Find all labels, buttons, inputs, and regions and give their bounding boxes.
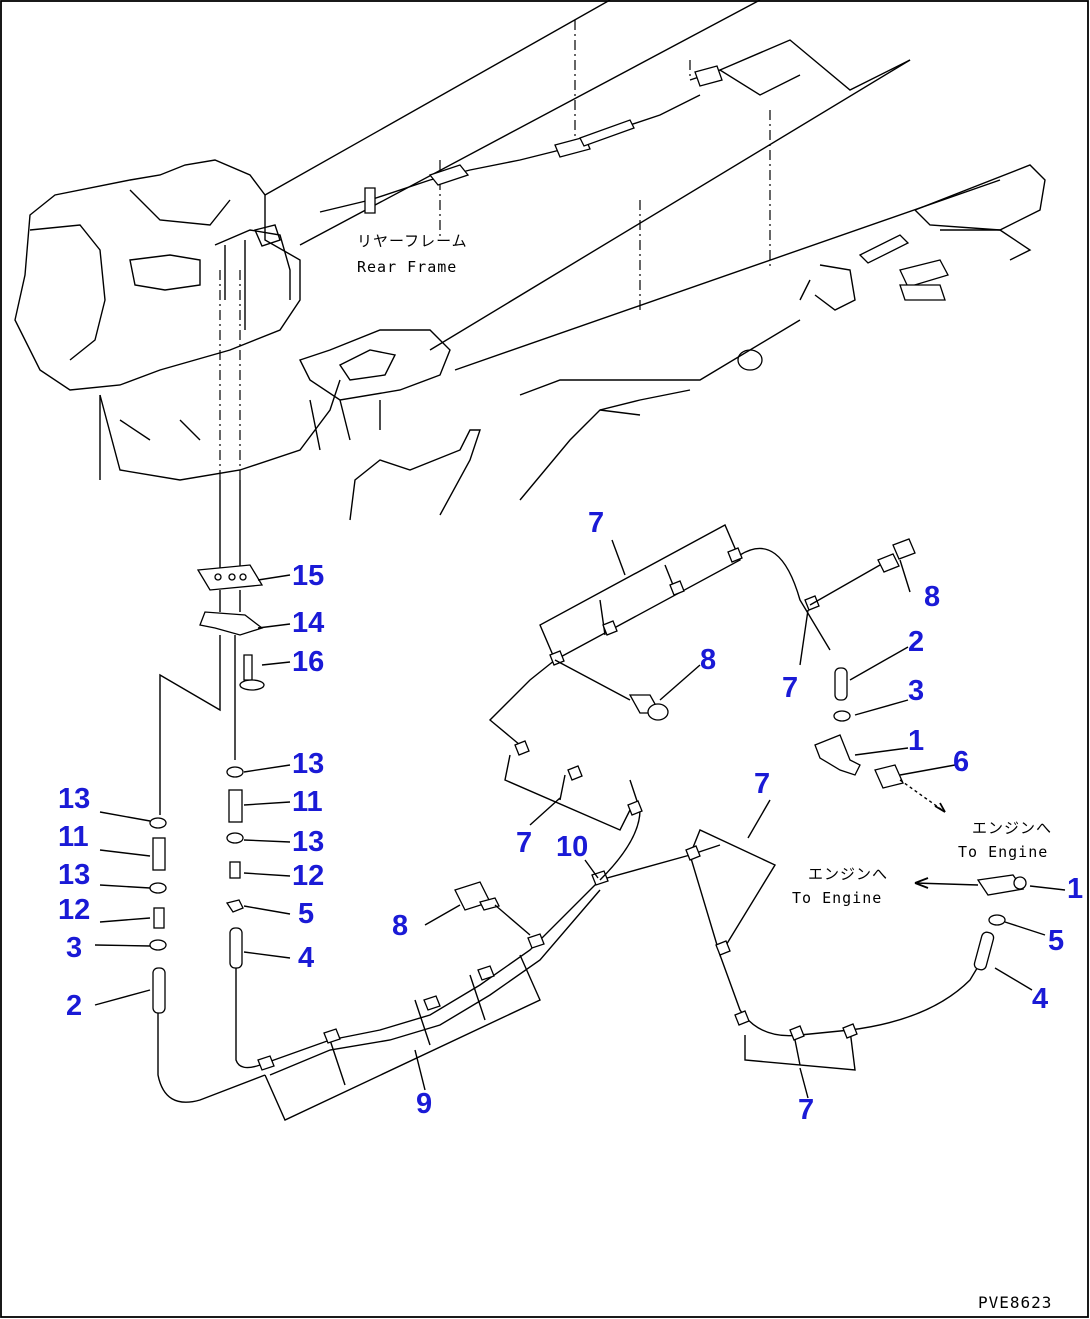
rear-frame-label-jp: リヤーフレーム bbox=[357, 232, 468, 250]
rear-frame-label-en: Rear Frame bbox=[357, 258, 457, 276]
drawing-code: PVE8623 bbox=[978, 1293, 1052, 1312]
callout-4: 4 bbox=[298, 942, 314, 974]
callout-13: 13 bbox=[292, 748, 324, 780]
callout-12: 12 bbox=[292, 860, 324, 892]
callout-8: 8 bbox=[392, 910, 408, 942]
to-engine-label-en-1: To Engine bbox=[958, 843, 1048, 861]
callout-7: 7 bbox=[588, 507, 604, 539]
callout-13: 13 bbox=[58, 859, 90, 891]
callout-6: 6 bbox=[953, 746, 969, 778]
callout-4: 4 bbox=[1032, 983, 1048, 1015]
callout-8: 8 bbox=[924, 581, 940, 613]
callout-5: 5 bbox=[1048, 925, 1064, 957]
callout-1: 1 bbox=[1067, 873, 1083, 905]
callout-2: 2 bbox=[66, 990, 82, 1022]
callout-10: 10 bbox=[556, 831, 588, 863]
callout-7: 7 bbox=[754, 768, 770, 800]
callout-12: 12 bbox=[58, 894, 90, 926]
callout-1: 1 bbox=[908, 725, 924, 757]
callout-3: 3 bbox=[66, 932, 82, 964]
to-engine-label-jp-1: エンジンへ bbox=[972, 819, 1052, 837]
callout-7: 7 bbox=[516, 827, 532, 859]
lower-pipe-assembly bbox=[257, 524, 1027, 1121]
callout-13: 13 bbox=[58, 783, 90, 815]
leader-lines bbox=[94, 539, 1066, 1099]
callout-8: 8 bbox=[700, 644, 716, 676]
callout-7: 7 bbox=[798, 1094, 814, 1126]
to-engine-label-jp-2: エンジンへ bbox=[808, 865, 888, 883]
rear-frame-drawing bbox=[14, 0, 1046, 521]
to-engine-label-en-2: To Engine bbox=[792, 889, 882, 907]
callout-numbers: 15 14 16 13 11 13 12 5 4 13 11 13 12 3 2… bbox=[58, 507, 1083, 1126]
callout-15: 15 bbox=[292, 560, 324, 592]
callout-9: 9 bbox=[416, 1088, 432, 1120]
left-pipe-assembly bbox=[149, 480, 266, 1103]
callout-16: 16 bbox=[292, 646, 324, 678]
callout-11: 11 bbox=[58, 821, 89, 853]
callout-13: 13 bbox=[292, 826, 324, 858]
callout-5: 5 bbox=[298, 898, 314, 930]
callout-3: 3 bbox=[908, 675, 924, 707]
callout-11: 11 bbox=[292, 786, 323, 818]
callout-14: 14 bbox=[292, 607, 324, 639]
callout-7: 7 bbox=[782, 672, 798, 704]
callout-2: 2 bbox=[908, 626, 924, 658]
